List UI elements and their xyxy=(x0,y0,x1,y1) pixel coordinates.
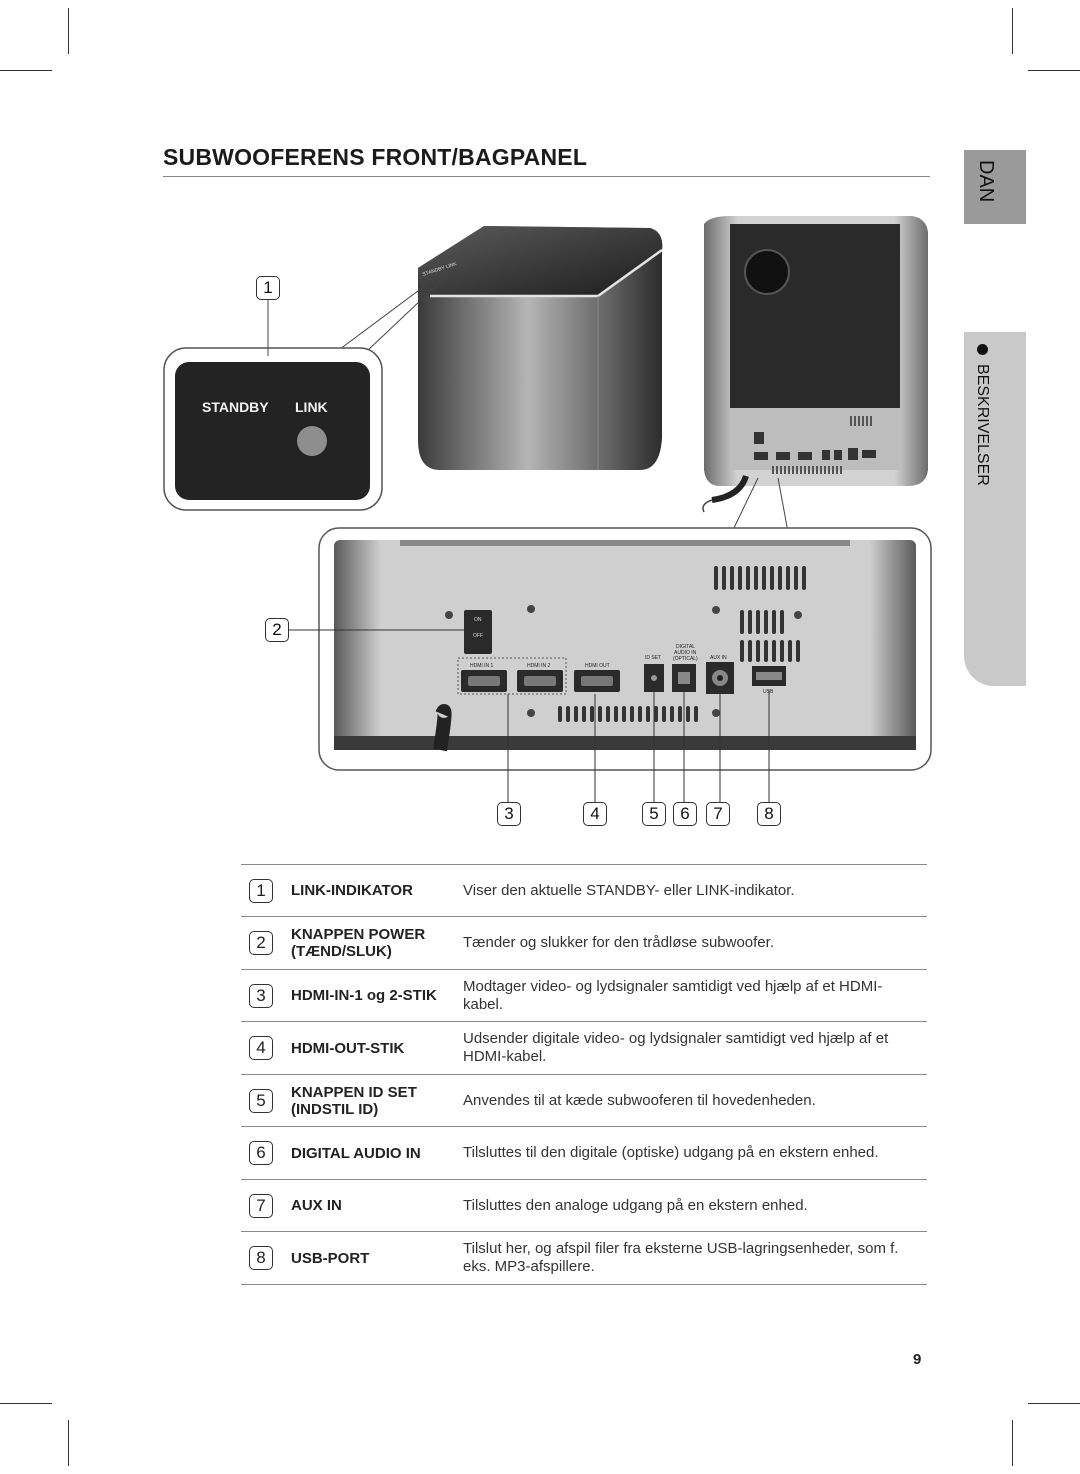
callout-7: 7 xyxy=(706,802,730,826)
front-link-label: LINK xyxy=(295,399,328,415)
item-name: DIGITAL AUDIO IN xyxy=(291,1144,421,1162)
item-number: 2 xyxy=(249,931,273,955)
item-description: Tilsluttes den analoge udgang på en ekst… xyxy=(463,1196,808,1214)
item-name: USB-PORT xyxy=(291,1249,370,1267)
page-title: SUBWOOFERENS FRONT/BAGPANEL xyxy=(163,144,588,170)
crop-mark xyxy=(68,8,69,54)
table-row: 2 KNAPPEN POWER(TÆND/SLUK) Tænder og slu… xyxy=(241,916,927,970)
table-row: 3 HDMI-IN-1 og 2-STIK Modtager video- og… xyxy=(241,969,927,1022)
item-description: Tænder og slukker for den trådløse subwo… xyxy=(463,934,774,951)
crop-mark xyxy=(0,1403,52,1404)
item-description-line2: eks. MP3-afspillere. xyxy=(463,1258,595,1275)
description-table: 1 LINK-INDIKATOR Viser den aktuelle STAN… xyxy=(241,864,927,1285)
hdmi-in-2-label: HDMI IN 2 xyxy=(527,663,551,669)
title-rule xyxy=(163,176,930,177)
subwoofer-illustration: STANDBY LINK xyxy=(163,216,932,804)
table-row: 4 HDMI-OUT-STIK Udsender digitale video-… xyxy=(241,1021,927,1075)
callout-3: 3 xyxy=(497,802,521,826)
item-number: 6 xyxy=(249,1141,273,1165)
section-bullet-icon xyxy=(977,344,988,355)
item-name-line2: (TÆND/SLUK) xyxy=(291,943,392,960)
item-name-line2: (INDSTIL ID) xyxy=(291,1100,379,1118)
language-tab xyxy=(964,150,1026,224)
callout-4: 4 xyxy=(583,802,607,826)
table-row: 8 USB-PORT Tilslut her, og afspil filer … xyxy=(241,1231,927,1285)
switch-on-label: ON xyxy=(474,617,482,623)
switch-off-label: OFF xyxy=(473,633,483,639)
item-description: Modtager video- og lydsignaler samtidigt… xyxy=(463,977,883,995)
crop-mark xyxy=(0,70,52,71)
item-number: 3 xyxy=(249,983,273,1008)
item-description-line2: kabel. xyxy=(463,995,504,1013)
item-description: Udsender digitale video- og lydsignaler … xyxy=(463,1030,889,1047)
crop-mark xyxy=(1012,1420,1013,1466)
item-name: KNAPPEN ID SET xyxy=(291,1083,417,1101)
item-number: 8 xyxy=(249,1246,273,1270)
hdmi-out-label: HDMI OUT xyxy=(585,663,610,669)
hdmi-in-1-label: HDMI IN 1 xyxy=(470,663,494,669)
subwoofer-front-view: STANDBY LINK xyxy=(418,226,663,470)
crop-mark xyxy=(1028,70,1080,71)
section-tab-label: BESKRIVELSER xyxy=(974,364,991,486)
callout-8: 8 xyxy=(757,802,781,826)
crop-mark xyxy=(68,1420,69,1466)
id-set-label: ID SET xyxy=(645,655,662,661)
item-name: LINK-INDIKATOR xyxy=(291,882,413,899)
item-number: 1 xyxy=(249,878,273,903)
section-tab xyxy=(964,332,1026,686)
item-name: HDMI-IN-1 og 2-STIK xyxy=(291,987,437,1004)
digital-audio-label-1: DIGITAL xyxy=(676,644,696,650)
table-row: 5 KNAPPEN ID SET(INDSTIL ID) Anvendes ti… xyxy=(241,1074,927,1127)
item-number: 4 xyxy=(249,1036,273,1060)
item-description-line2: HDMI-kabel. xyxy=(463,1048,547,1065)
table-row: 1 LINK-INDIKATOR Viser den aktuelle STAN… xyxy=(241,864,927,917)
callout-1: 1 xyxy=(256,276,280,300)
digital-audio-label-2: AUDIO IN xyxy=(674,650,697,656)
page-number: 9 xyxy=(913,1351,922,1368)
usb-label: USB xyxy=(763,689,774,695)
item-number: 7 xyxy=(249,1193,273,1218)
item-number: 5 xyxy=(249,1088,273,1113)
table-row: 6 DIGITAL AUDIO IN Tilsluttes til den di… xyxy=(241,1126,927,1180)
digital-audio-label-3: (OPTICAL) xyxy=(673,656,698,662)
callout-5: 5 xyxy=(642,802,666,826)
callout-6: 6 xyxy=(673,802,697,826)
item-name: KNAPPEN POWER xyxy=(291,926,426,943)
crop-mark xyxy=(1028,1403,1080,1404)
front-standby-label: STANDBY xyxy=(202,399,269,415)
item-description: Tilslut her, og afspil filer fra ekstern… xyxy=(463,1240,899,1257)
crop-mark xyxy=(1012,8,1013,54)
table-row: 7 AUX IN Tilsluttes den analoge udgang p… xyxy=(241,1179,927,1232)
language-tab-label: DAN xyxy=(975,160,997,203)
aux-in-label: AUX IN xyxy=(710,655,727,661)
item-name: HDMI-OUT-STIK xyxy=(291,1039,405,1057)
item-description: Tilsluttes til den digitale (optiske) ud… xyxy=(463,1144,879,1161)
item-name: AUX IN xyxy=(291,1197,342,1214)
item-description: Viser den aktuelle STANDBY- eller LINK-i… xyxy=(463,881,795,899)
subwoofer-back-view xyxy=(702,216,928,513)
item-description: Anvendes til at kæde subwooferen til hov… xyxy=(463,1091,816,1109)
callout-2: 2 xyxy=(265,618,289,642)
